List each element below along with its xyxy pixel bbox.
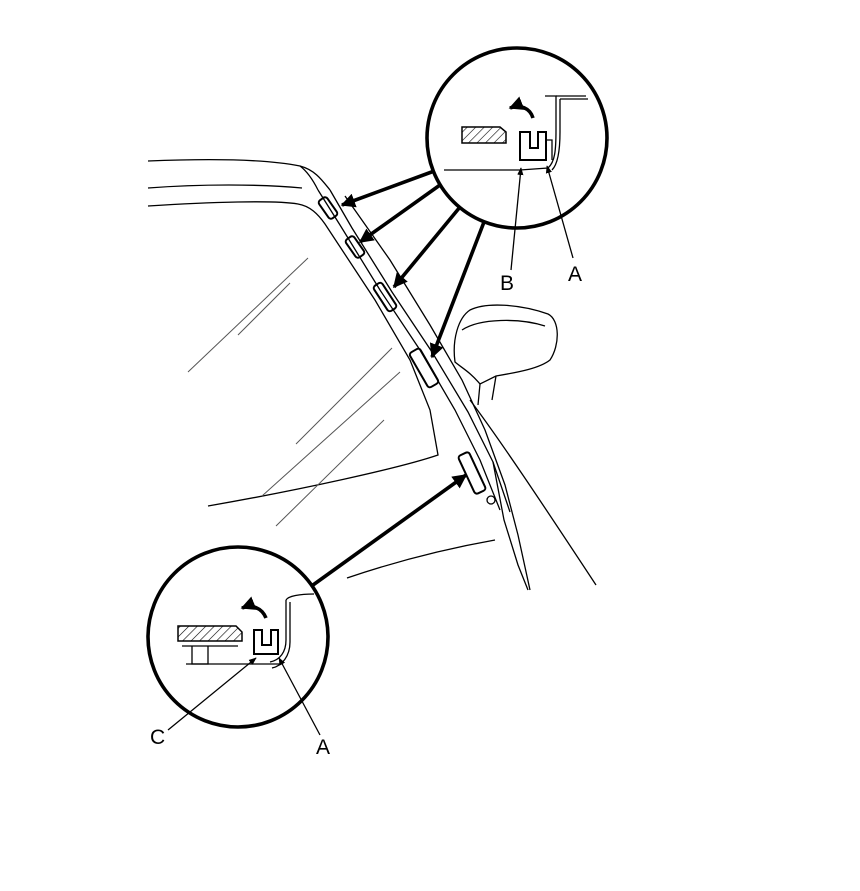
leader-a-bottom: [278, 657, 321, 736]
top-detail-circle: [425, 46, 609, 230]
top-clip: [519, 131, 547, 161]
leader-c: [167, 657, 257, 731]
top-detail-callout: B A: [425, 46, 609, 295]
bottom-detail-callout: C A: [146, 545, 330, 759]
clip-4: [408, 347, 440, 389]
clip-1: [317, 196, 339, 220]
label-a-bottom: A: [316, 736, 330, 759]
leader-a-top: [545, 165, 574, 259]
clip-5: [457, 451, 487, 495]
clip-2: [344, 235, 366, 259]
label-a-top: A: [568, 263, 582, 286]
arrow-to-clip-5: [311, 473, 468, 587]
bottom-clip: [253, 629, 279, 655]
arrow-to-clip-4: [429, 221, 486, 359]
molding-clips: [317, 196, 496, 505]
clip-3: [372, 281, 398, 313]
arrow-to-clip-2: [358, 183, 442, 244]
label-c: C: [150, 726, 165, 749]
pointer-arrows: [311, 168, 486, 587]
clip-5-hole: [486, 495, 496, 505]
arrow-to-clip-3: [392, 205, 462, 289]
leader-b: [510, 167, 524, 271]
label-b: B: [500, 272, 514, 295]
arrow-to-clip-1: [340, 168, 438, 208]
